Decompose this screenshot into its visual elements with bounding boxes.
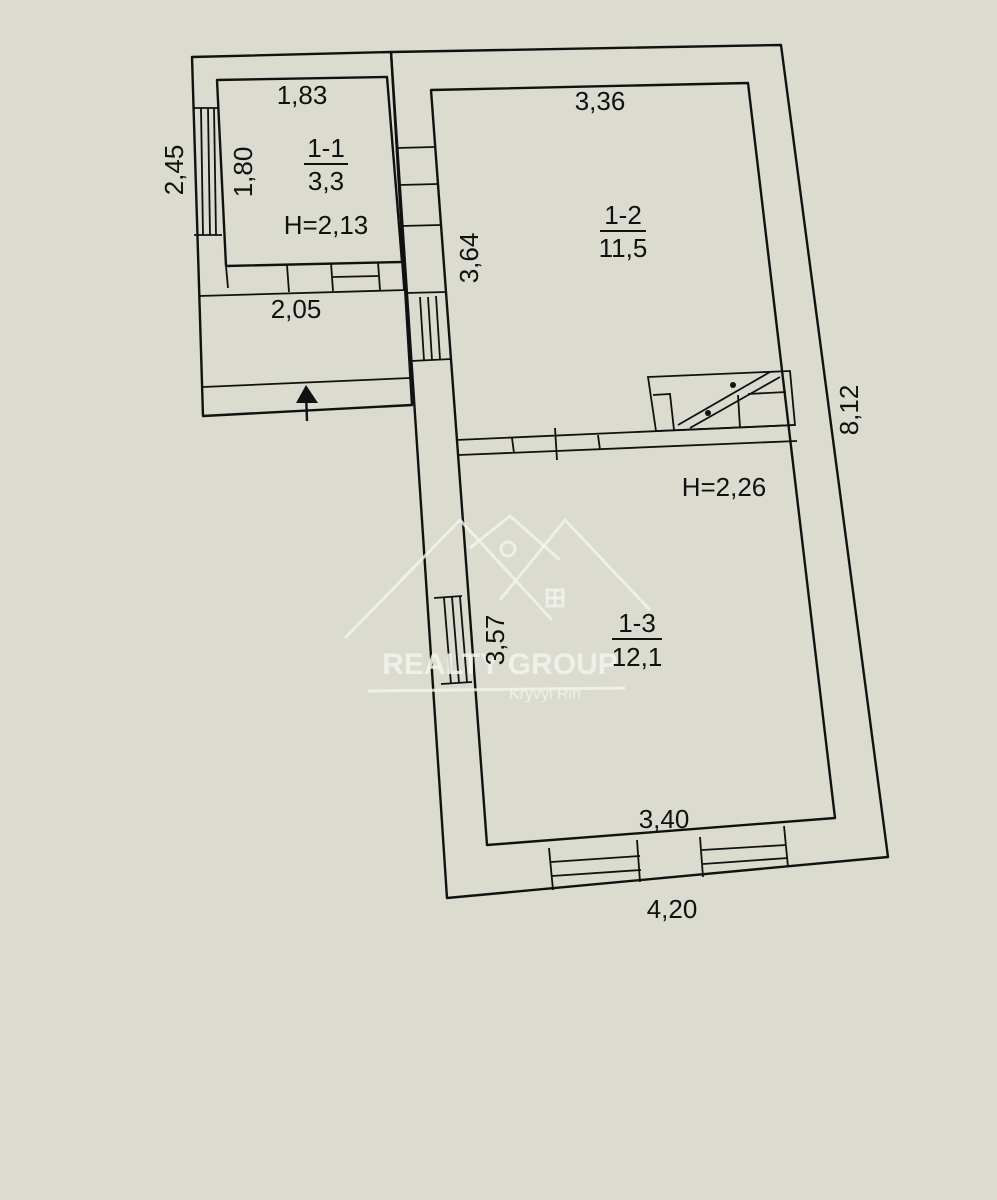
window-room-1-3-left xyxy=(433,595,473,685)
dim-annex-depth: 2,45 xyxy=(159,145,189,196)
dim-room-1-2-width: 3,36 xyxy=(575,86,626,116)
watermark-logo-icon xyxy=(343,514,652,693)
room-number: 1-2 xyxy=(604,200,642,230)
dim-room-1-1-width: 1,83 xyxy=(277,80,328,110)
dim-room-1-3-depth: 3,57 xyxy=(480,615,510,666)
dim-room-1-2-depth: 3,64 xyxy=(454,233,484,284)
stove xyxy=(646,370,796,432)
dim-vestibule-width: 2,05 xyxy=(271,294,322,324)
annex-walls xyxy=(190,50,414,418)
room-number: 1-3 xyxy=(618,608,656,638)
dim-house-length: 8,12 xyxy=(834,385,864,436)
main-walls xyxy=(389,43,890,900)
entrance-arrow-icon xyxy=(296,385,318,422)
watermark-city: Kryvyi Rih xyxy=(509,686,581,703)
watermark-brand: REALTY GROUP xyxy=(382,648,618,681)
room-label-1-2: 1-2 11,5 xyxy=(599,200,648,263)
dim-room-1-3-width: 3,40 xyxy=(639,804,690,834)
height-room-1-1: H=2,13 xyxy=(284,210,369,240)
window-bottom xyxy=(548,825,789,891)
room-label-1-3: 1-3 12,1 xyxy=(612,608,663,672)
dim-house-width: 4,20 xyxy=(647,894,698,924)
room-area: 12,1 xyxy=(612,642,663,672)
height-rooms-1-2-1-3: H=2,26 xyxy=(682,472,767,502)
room-area: 11,5 xyxy=(599,233,648,263)
dim-room-1-1-depth: 1,80 xyxy=(228,147,258,198)
room-label-1-1: 1-1 3,3 xyxy=(304,133,348,196)
window-left xyxy=(193,107,222,236)
room-number: 1-1 xyxy=(307,133,345,163)
room-area: 3,3 xyxy=(308,166,344,196)
